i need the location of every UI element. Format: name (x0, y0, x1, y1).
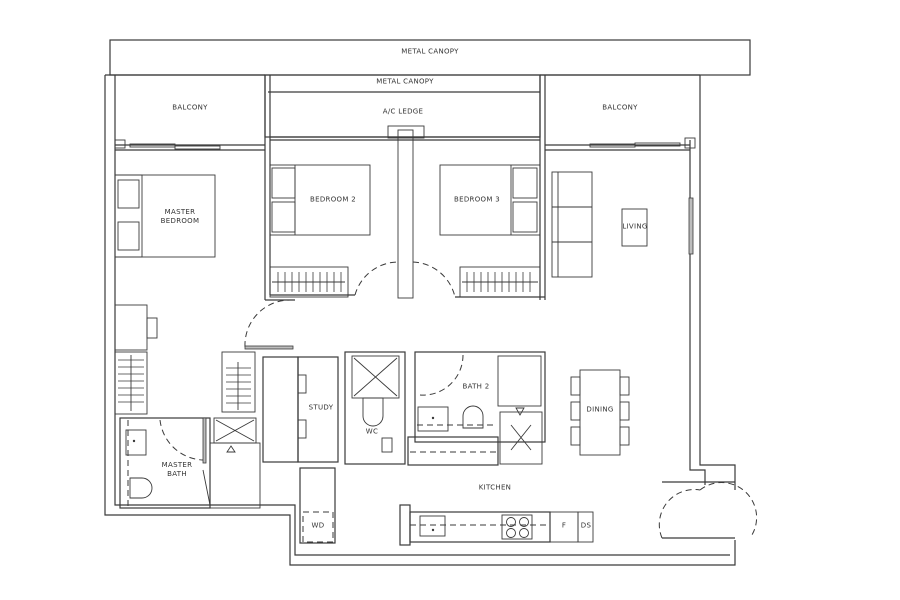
bath-2-label: BATH 2 (462, 382, 490, 391)
kitchen-label: KITCHEN (478, 483, 512, 492)
metal-canopy-outer-label: METAL CANOPY (401, 47, 459, 56)
study-label: STUDY (308, 403, 334, 412)
balcony-right-label: BALCONY (602, 103, 638, 112)
master-bath-label: MASTER BATH (161, 461, 193, 478)
fridge-label: F (561, 521, 567, 530)
dining-label: DINING (586, 405, 614, 414)
balcony-left-label: BALCONY (172, 103, 208, 112)
inner-wall-right (689, 140, 706, 485)
wc-label: WC (365, 427, 379, 436)
bedroom-2-label: BEDROOM 2 (310, 195, 356, 204)
washer-dryer-label: WD (311, 521, 325, 530)
ac-ledge-label: A/C LEDGE (382, 107, 424, 116)
ds-label: DS (580, 521, 592, 530)
outer-wall-left-bottom (104, 75, 736, 566)
living-label: LIVING (622, 222, 648, 231)
outer-wall-right (699, 75, 736, 490)
metal-canopy-outer (109, 39, 751, 76)
master-bedroom-label: MASTER BEDROOM (160, 208, 200, 225)
inner-wall-left-bottom (114, 75, 730, 556)
metal-canopy-inner-label: METAL CANOPY (376, 77, 434, 86)
bedroom-3-label: BEDROOM 3 (454, 195, 500, 204)
